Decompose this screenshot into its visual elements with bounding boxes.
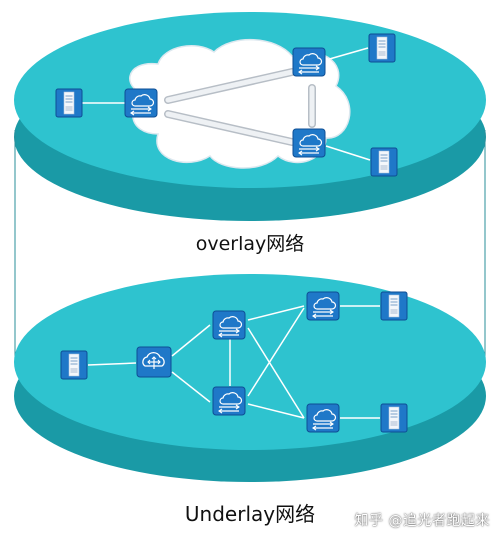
overlay-server-left-icon <box>55 88 83 118</box>
underlay-link <box>247 305 305 321</box>
underlay-links <box>87 305 380 419</box>
underlay-caption: Underlay网络 <box>184 502 316 526</box>
underlay-platter <box>14 274 486 482</box>
layer-connectors <box>14 130 486 366</box>
underlay-platter-top <box>14 274 486 450</box>
overlay-link <box>325 47 369 61</box>
watermark: 知乎 @追光者跑起来 <box>354 513 490 529</box>
overlay-server-top-right-icon <box>368 33 396 63</box>
underlay-link <box>171 324 211 357</box>
overlay-switch-left-icon <box>124 88 158 118</box>
underlay-switch-upper-icon <box>212 310 246 340</box>
overlay-server-bottom-right-icon <box>370 147 398 177</box>
overlay-tunnels <box>164 68 316 146</box>
overlay-switch-top-icon <box>292 47 326 77</box>
underlay-switch-top-right-icon <box>306 291 340 321</box>
underlay-link <box>247 327 305 419</box>
overlay-link <box>325 145 371 161</box>
underlay-link <box>247 403 305 419</box>
underlay-switch-lower-icon <box>212 386 246 416</box>
underlay-server-left-icon <box>60 350 88 380</box>
overlay-links <box>82 47 371 161</box>
overlay-caption: overlay网络 <box>195 233 305 255</box>
underlay-router-icon <box>136 346 172 378</box>
underlay-link <box>247 307 305 397</box>
overlay-switch-bottom-icon <box>292 128 326 158</box>
underlay-switch-bottom-right-icon <box>306 403 340 433</box>
underlay-server-top-right-icon <box>380 291 408 321</box>
underlay-server-bottom-right-icon <box>380 403 408 433</box>
underlay-link <box>87 362 137 366</box>
underlay-link <box>171 371 211 403</box>
